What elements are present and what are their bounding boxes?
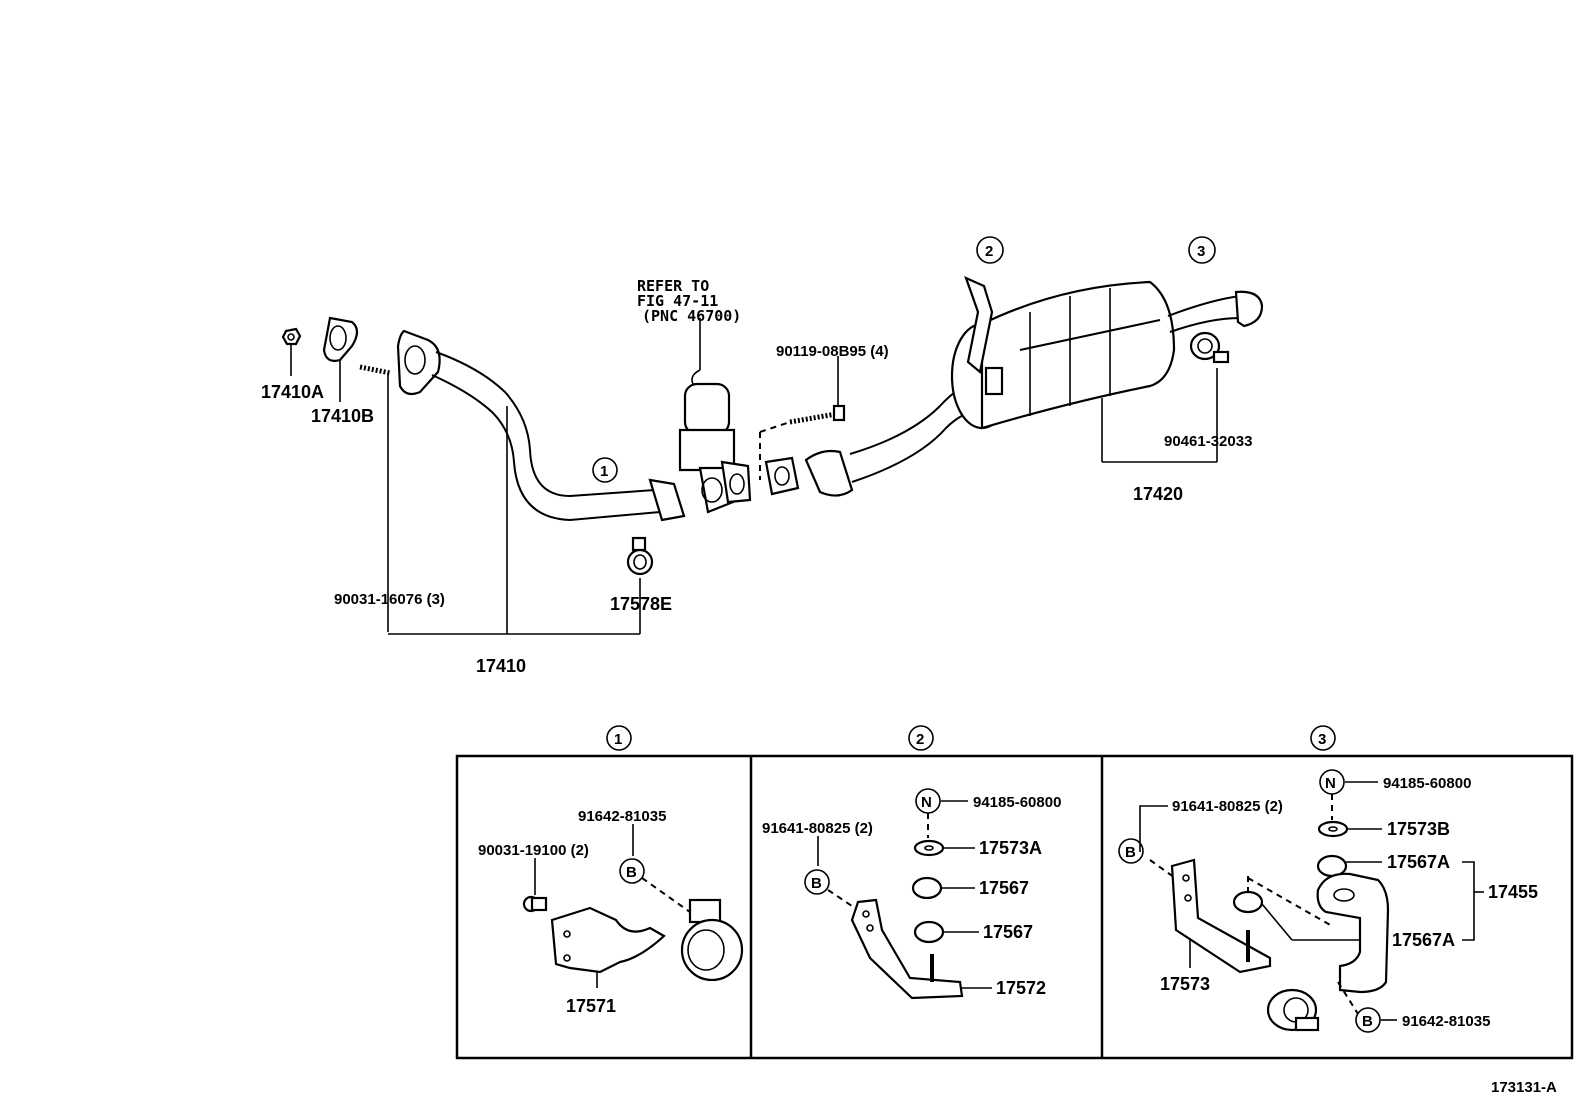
- d3-nut-n-icon: N: [1319, 769, 1345, 795]
- d3-bracket-17573: [1170, 858, 1272, 974]
- callout-1-main: 1: [592, 457, 618, 483]
- d2-bracket-17572: [850, 898, 964, 1000]
- d3-clamp: [1266, 988, 1320, 1032]
- svg-text:3: 3: [1318, 731, 1326, 748]
- svg-text:2: 2: [985, 243, 993, 260]
- label-17410a: 17410A: [261, 382, 324, 402]
- label-d2-17573a: 17573A: [979, 838, 1042, 858]
- d1-bolt-b-icon: B: [619, 858, 645, 884]
- refer-line-1: REFER TO: [637, 277, 709, 295]
- label-17578e: 17578E: [610, 594, 672, 614]
- refer-line-3: (PNC 46700): [642, 307, 741, 325]
- label-d2-91641: 91641-80825 (2): [762, 820, 873, 837]
- detail-1-title: 1: [606, 725, 632, 751]
- label-d3-94185: 94185-60800: [1383, 775, 1471, 792]
- label-d2-17567-b: 17567: [983, 922, 1033, 942]
- label-d3-17573: 17573: [1160, 974, 1210, 994]
- clamp-17578e: [626, 536, 654, 576]
- d1-bolt: [522, 895, 548, 913]
- svg-text:B: B: [1125, 844, 1136, 861]
- label-d2-94185: 94185-60800: [973, 794, 1061, 811]
- center-pipe: [764, 383, 981, 497]
- svg-text:B: B: [1362, 1013, 1373, 1030]
- svg-text:1: 1: [600, 463, 608, 480]
- label-d3-17567a-top: 17567A: [1387, 852, 1450, 872]
- gasket-17410b: [322, 316, 359, 362]
- d3-cushion-mid: [1232, 890, 1264, 914]
- svg-text:2: 2: [916, 731, 924, 748]
- svg-text:B: B: [626, 864, 637, 881]
- svg-text:N: N: [921, 794, 932, 811]
- d3-bolt-b-icon: B: [1118, 838, 1144, 864]
- label-d1-17571: 17571: [566, 996, 616, 1016]
- catalytic-converter: [678, 318, 752, 514]
- nut-17410a: [281, 327, 302, 346]
- label-d1-91642: 91642-81035: [578, 808, 666, 825]
- figure-id: 173131-A: [1491, 1079, 1557, 1096]
- label-d2-17572: 17572: [996, 978, 1046, 998]
- muffler-17420: [950, 275, 1264, 430]
- label-d3-17567a-mid: 17567A: [1392, 930, 1455, 950]
- d1-clamp: [680, 898, 744, 982]
- front-pipe-17410: [396, 329, 686, 522]
- label-d1-90031: 90031-19100 (2): [478, 842, 589, 859]
- callout-3-main: 3: [1188, 236, 1216, 264]
- d1-bracket-17571: [550, 906, 666, 974]
- label-90031-16076: 90031-16076 (3): [334, 591, 445, 608]
- label-17420: 17420: [1133, 484, 1183, 504]
- d2-washer-17573a: [913, 839, 945, 857]
- svg-text:1: 1: [614, 731, 622, 748]
- label-d3-91642: 91642-81035: [1402, 1013, 1490, 1030]
- stud-bolt: [359, 364, 391, 376]
- d3-hanger-17455: [1316, 872, 1390, 994]
- svg-text:B: B: [811, 875, 822, 892]
- detail-panels: [455, 754, 1574, 1060]
- d3-washer-17573b: [1317, 820, 1349, 838]
- d2-nut-n-icon: N: [915, 788, 941, 814]
- d2-cushion-upper: [911, 876, 943, 900]
- label-d3-17573b: 17573B: [1387, 819, 1450, 839]
- label-d2-17567-a: 17567: [979, 878, 1029, 898]
- bolt-90119: [789, 404, 846, 425]
- label-17410: 17410: [476, 656, 526, 676]
- label-90461: 90461-32033: [1164, 433, 1252, 450]
- refer-line-2: FIG 47-11: [637, 292, 718, 310]
- d3-bolt-b2-icon: B: [1355, 1007, 1381, 1033]
- d2-cushion-lower: [913, 920, 945, 944]
- label-17410b: 17410B: [311, 406, 374, 426]
- detail-3-title: 3: [1310, 725, 1336, 751]
- svg-text:3: 3: [1197, 243, 1205, 260]
- detail-2-title: 2: [908, 725, 934, 751]
- label-d3-17455: 17455: [1488, 882, 1538, 902]
- d2-bolt-b-icon: B: [804, 869, 830, 895]
- label-d3-91641: 91641-80825 (2): [1172, 798, 1283, 815]
- clamp-90461: [1189, 331, 1230, 364]
- label-90119: 90119-08B95 (4): [776, 343, 889, 360]
- callout-2-main: 2: [976, 236, 1004, 264]
- svg-text:N: N: [1325, 775, 1336, 792]
